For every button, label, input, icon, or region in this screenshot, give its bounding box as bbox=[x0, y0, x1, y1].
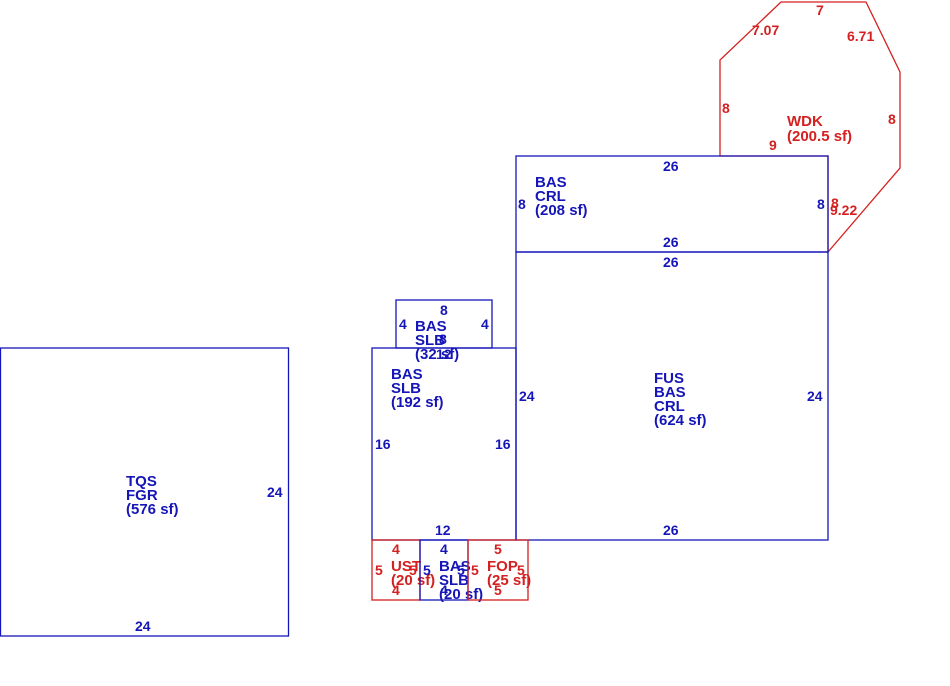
bas-crl-208-label-1: BAS bbox=[535, 174, 567, 191]
bas-crl-208-label-3: (208 sf) bbox=[535, 202, 588, 219]
bas-slb-192-dim-right: 16 bbox=[495, 436, 511, 452]
fus-dim-top: 26 bbox=[663, 254, 679, 270]
fus-dim-left: 24 bbox=[519, 388, 535, 404]
ust-dim-left: 5 bbox=[375, 562, 383, 578]
fop-dim-right: 5 bbox=[517, 562, 525, 578]
ust-dim-right: 5 bbox=[409, 562, 417, 578]
bas-slb-20-dim-top: 4 bbox=[440, 541, 448, 557]
tqs-label-2: FGR bbox=[126, 487, 158, 504]
ust-dim-bottom: 4 bbox=[392, 582, 400, 598]
bas-slb-32-label-3: (32 sf) bbox=[415, 346, 459, 363]
bas-slb-192-label-3: (192 sf) bbox=[391, 394, 444, 411]
fop-dim-top: 5 bbox=[494, 541, 502, 557]
ust-label-2: (20 sf) bbox=[391, 572, 435, 589]
wdk-dim-bottom: 9 bbox=[769, 137, 777, 153]
tqs-label-1: TQS bbox=[126, 473, 157, 490]
fop-label-2: (25 sf) bbox=[487, 572, 531, 589]
area-ust: 4 4 5 5 UST (20 sf) bbox=[371, 539, 435, 601]
bas-slb-32-dim-left: 4 bbox=[399, 316, 407, 332]
area-bas-slb-192: 12 12 16 16 BAS SLB (192 sf) bbox=[371, 346, 517, 541]
bas-crl-208-dim-left: 8 bbox=[518, 196, 526, 212]
area-tqs: 24 24 TQS FGR (576 sf) bbox=[0, 347, 290, 637]
wdk-dim-top-right: 6.71 bbox=[847, 28, 874, 44]
bas-slb-32-label-1: BAS bbox=[415, 318, 447, 335]
tqs-outline bbox=[0, 347, 290, 637]
bas-slb-192-dim-left: 16 bbox=[375, 436, 391, 452]
area-fus: 26 26 24 24 FUS BAS CRL (624 sf) bbox=[515, 251, 829, 541]
bas-slb-20-label-1: BAS bbox=[439, 558, 471, 575]
bas-crl-208-label-2: CRL bbox=[535, 188, 566, 205]
tqs-label-3: (576 sf) bbox=[126, 501, 179, 518]
wdk-label-code: WDK bbox=[787, 113, 823, 130]
wdk-dim-inner: 8 bbox=[831, 195, 839, 211]
fus-dim-bottom: 26 bbox=[663, 522, 679, 538]
wdk-dim-diagonal: 9.22 bbox=[830, 202, 857, 218]
ust-label-1: UST bbox=[391, 558, 421, 575]
bas-slb-20-label-3: (20 sf) bbox=[439, 586, 483, 603]
wdk-dim-left: 8 bbox=[722, 100, 730, 116]
bas-slb-192-label-1: BAS bbox=[391, 366, 423, 383]
tqs-dim-bottom: 24 bbox=[135, 618, 151, 634]
bas-slb-32-dim-bottom: 8 bbox=[439, 331, 447, 347]
tqs-dim-right: 24 bbox=[267, 484, 283, 500]
ust-dim-top: 4 bbox=[392, 541, 400, 557]
fus-label-4: (624 sf) bbox=[654, 412, 707, 429]
wdk-dim-right: 8 bbox=[888, 111, 896, 127]
fus-dim-right: 24 bbox=[807, 388, 823, 404]
bas-slb-20-label-2: SLB bbox=[439, 572, 469, 589]
fop-dim-left: 5 bbox=[471, 562, 479, 578]
wdk-dim-top-left: 7.07 bbox=[752, 22, 779, 38]
bas-slb-20-dim-bottom: 4 bbox=[440, 582, 448, 598]
bas-slb-20-dim-left: 5 bbox=[423, 562, 431, 578]
bas-crl-208-dim-bottom: 26 bbox=[663, 234, 679, 250]
wdk-label-area: (200.5 sf) bbox=[787, 128, 852, 145]
fop-outline bbox=[467, 539, 529, 601]
fus-label-3: CRL bbox=[654, 398, 685, 415]
area-wdk: 7 7.07 6.71 8 8 9 9.22 8 WDK (200.5 sf) bbox=[719, 1, 901, 254]
fop-label-1: FOP bbox=[487, 558, 518, 575]
bas-crl-208-dim-top: 26 bbox=[663, 158, 679, 174]
bas-crl-208-dim-right: 8 bbox=[817, 196, 825, 212]
bas-slb-192-dim-bottom: 12 bbox=[435, 522, 451, 538]
area-bas-crl-208: 26 26 8 8 BAS CRL (208 sf) bbox=[515, 155, 829, 253]
bas-slb-192-label-2: SLB bbox=[391, 380, 421, 397]
bas-slb-192-dim-top: 12 bbox=[436, 346, 452, 362]
fus-label-1: FUS bbox=[654, 370, 684, 387]
fus-label-2: BAS bbox=[654, 384, 686, 401]
bas-slb-32-dim-top: 8 bbox=[440, 302, 448, 318]
bas-slb-32-label-2: SLB bbox=[415, 332, 445, 349]
wdk-dim-top: 7 bbox=[816, 2, 824, 18]
area-fop: 5 5 5 5 FOP (25 sf) bbox=[467, 539, 531, 601]
bas-slb-20-dim-right: 5 bbox=[457, 562, 465, 578]
fop-dim-bottom: 5 bbox=[494, 582, 502, 598]
bas-slb-32-dim-right: 4 bbox=[481, 316, 489, 332]
